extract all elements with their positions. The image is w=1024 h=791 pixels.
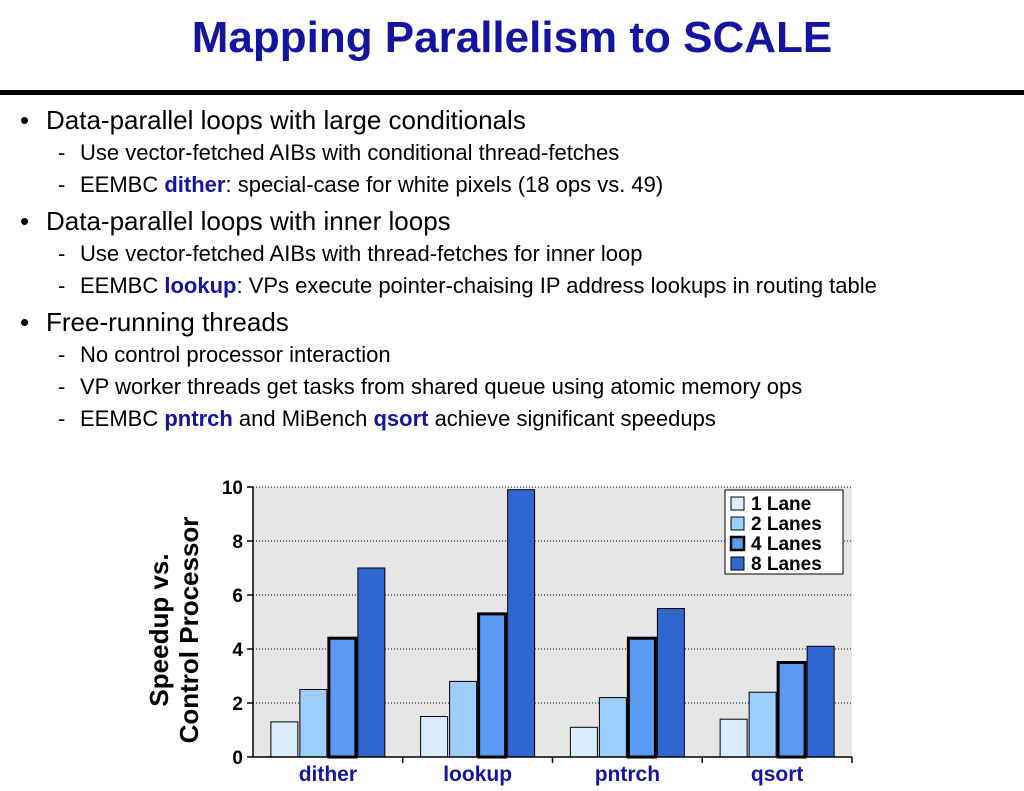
legend-swatch-0 [730,496,745,511]
sub-bullet-prefix: EEMBC [80,273,165,298]
x-category-label: qsort [751,763,804,786]
sub-bullet-item: EEMBC lookup: VPs execute pointer-chaisi… [20,270,1020,302]
bar-layer [270,489,835,759]
slide-title: Mapping Parallelism to SCALE [191,13,833,62]
sub-bullet-item: Use vector-fetched AIBs with thread-fetc… [20,238,1020,270]
bar-qsort-1 [748,691,777,758]
legend-label: 4 Lanes [751,534,822,555]
legend-box [724,489,844,575]
bar-pntrch-2 [626,636,657,759]
bullet-item: Data-parallel loops with large condition… [20,103,1020,137]
x-category-label: lookup [443,763,512,786]
bar-dither-1 [299,689,328,758]
benchmark-keyword: dither [164,172,226,197]
y-tick-label: 2 [232,694,243,715]
legend-label: 1 Lane [751,494,811,515]
benchmark-keyword: lookup [164,273,237,298]
speedup-bar-chart: Speedup vs. Control Processor 0 2 4 6 8 10 dit… [144,478,853,786]
bar-pntrch-0 [569,726,598,758]
x-category-label: dither [299,763,357,786]
sub-bullet-item: EEMBC pntrch and MiBench qsort achieve s… [20,403,1020,435]
benchmark-keyword: qsort [373,406,429,431]
x-category-label: pntrch [595,763,660,786]
y-tick-label: 10 [222,478,243,499]
bullet-item: Data-parallel loops with inner loops [20,204,1020,238]
y-tick-label: 6 [232,586,243,607]
axes [247,486,853,763]
legend-swatch-2 [729,535,746,552]
bar-dither-3 [357,567,386,758]
bar-qsort-0 [719,718,748,758]
legend-swatch-3 [730,556,745,571]
bar-lookup-0 [420,716,449,758]
bar-lookup-1 [449,680,478,758]
legend-label: 8 Lanes [751,554,822,575]
sub-bullet-item: EEMBC dither: special-case for white pix… [20,169,1020,201]
y-tick-label: 8 [232,532,243,553]
legend-swatch-1 [730,516,745,531]
sub-bullet-suffix: : VPs execute pointer-chaising IP addres… [236,273,877,298]
sub-bullet-suffix: achieve significant speedups [428,406,716,431]
bar-dither-0 [270,721,299,758]
sub-bullet-middle: and MiBench [232,406,374,431]
sub-bullet-item: No control processor interaction [20,339,1020,371]
sub-bullet-item: VP worker threads get tasks from shared … [20,371,1020,403]
sub-bullet-prefix: EEMBC [80,172,165,197]
bullet-item: Free-running threads [20,305,1020,339]
y-tick-label: 4 [232,640,243,661]
y-axis-label-line-2: Control Processor [174,517,204,744]
sub-bullet-item: Use vector-fetched AIBs with conditional… [20,137,1020,169]
sub-bullet-suffix: : special-case for white pixels (18 ops … [225,172,664,197]
bar-qsort-2 [776,661,807,759]
y-axis-label-line-1: Speedup vs. [144,553,174,706]
title-divider [0,90,1024,95]
sub-bullet-prefix: EEMBC [80,406,165,431]
bullet-list: Data-parallel loops with large condition… [20,100,1020,435]
legend-label: 2 Lanes [751,514,822,535]
y-tick-label: 0 [232,748,243,769]
bar-pntrch-1 [598,697,627,758]
axis-labels: Speedup vs. Control Processor 0 2 4 6 8 10 dit… [144,478,803,786]
bar-lookup-2 [477,612,508,759]
bar-dither-2 [327,636,358,759]
benchmark-keyword: pntrch [164,406,233,431]
bar-lookup-3 [507,489,536,758]
bar-pntrch-3 [656,608,685,758]
bar-qsort-3 [806,645,835,758]
